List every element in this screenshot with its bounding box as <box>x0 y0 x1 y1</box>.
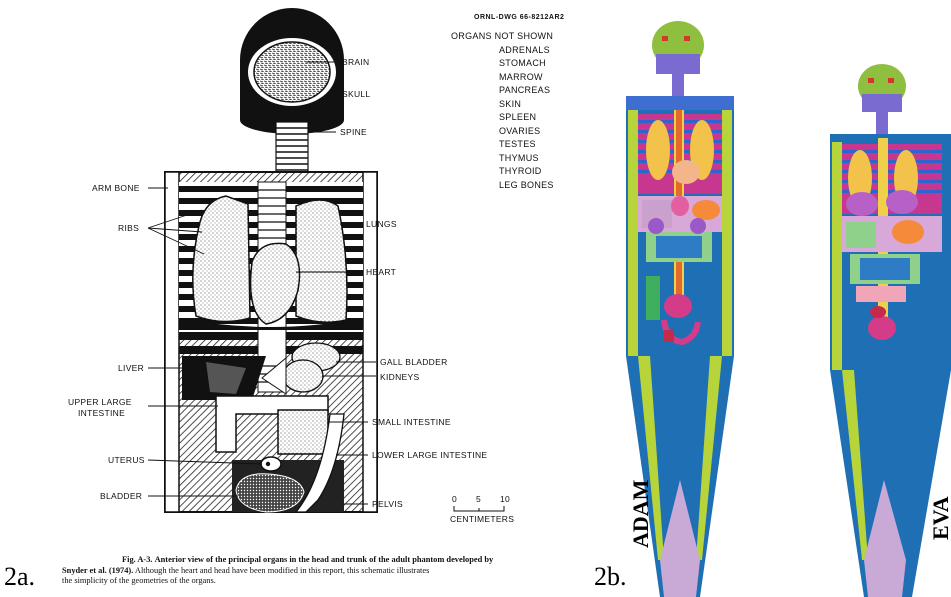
uterus-shape <box>261 457 281 471</box>
caption-line2: Although the heart and head have been mo… <box>135 566 429 575</box>
label-liver: LIVER <box>118 363 144 373</box>
spine-shape <box>276 122 308 172</box>
label-arm-bone: ARM BONE <box>92 183 140 193</box>
label-brain: BRAIN <box>342 57 369 67</box>
drawing-number: ORNL-DWG 66-8212AR2 <box>474 14 564 21</box>
liver-shape <box>182 356 266 400</box>
label-lungs: LUNGS <box>366 219 397 229</box>
label-skull: SKULL <box>342 89 370 99</box>
scale-tick-0: 0 <box>452 494 457 504</box>
phantom-label-eva: EVA <box>928 496 951 540</box>
organs-not-shown-title: ORGANS NOT SHOWN <box>451 30 554 44</box>
scale-unit: CENTIMETERS <box>450 514 514 524</box>
list-item: TESTES <box>499 138 554 152</box>
scale-tick-10: 10 <box>500 494 510 504</box>
label-lower-large-intestine: LOWER LARGE INTESTINE <box>372 450 487 460</box>
phantom-label-adam: ADAM <box>628 480 654 548</box>
list-item: SPLEEN <box>499 111 554 125</box>
brain-shape <box>254 42 330 102</box>
list-item: THYMUS <box>499 152 554 166</box>
label-pelvis: PELVIS <box>372 499 403 509</box>
list-item: LEG BONES <box>499 179 554 193</box>
label-upper-large-intestine-2: INTESTINE <box>78 408 125 418</box>
label-small-intestine: SMALL INTESTINE <box>372 417 451 427</box>
label-spine: SPINE <box>340 127 367 137</box>
label-upper-large-intestine-1: UPPER LARGE <box>68 397 132 407</box>
scale-bar: 0 5 10 CENTIMETERS <box>450 494 514 524</box>
label-ribs: RIBS <box>118 223 139 233</box>
label-heart: HEART <box>366 267 396 277</box>
label-gall-bladder: GALL BLADDER <box>380 357 448 367</box>
list-item: MARROW <box>499 71 554 85</box>
caption-figure: Fig. A-3. <box>122 555 152 564</box>
label-bladder: BLADDER <box>100 491 142 501</box>
caption-line1: Anterior view of the principal organs in… <box>155 555 494 564</box>
small-intestine-shape <box>278 410 328 454</box>
panel-label-2a: 2a. <box>4 562 35 592</box>
list-item: STOMACH <box>499 57 554 71</box>
caption-citation: Snyder et al. (1974). <box>62 566 133 575</box>
label-uterus: UTERUS <box>108 455 145 465</box>
organs-not-shown-list: ORGANS NOT SHOWN ADRENALS STOMACH MARROW… <box>451 30 554 192</box>
label-kidneys: KIDNEYS <box>380 372 419 382</box>
list-item: PANCREAS <box>499 84 554 98</box>
list-item: THYROID <box>499 165 554 179</box>
list-item: ADRENALS <box>499 44 554 58</box>
list-item: SKIN <box>499 98 554 112</box>
scale-tick-5: 5 <box>476 494 481 504</box>
caption-line3: the simplicity of the geometries of the … <box>62 576 592 587</box>
figure-caption: Fig. A-3. Anterior view of the principal… <box>62 555 592 587</box>
list-item: OVARIES <box>499 125 554 139</box>
